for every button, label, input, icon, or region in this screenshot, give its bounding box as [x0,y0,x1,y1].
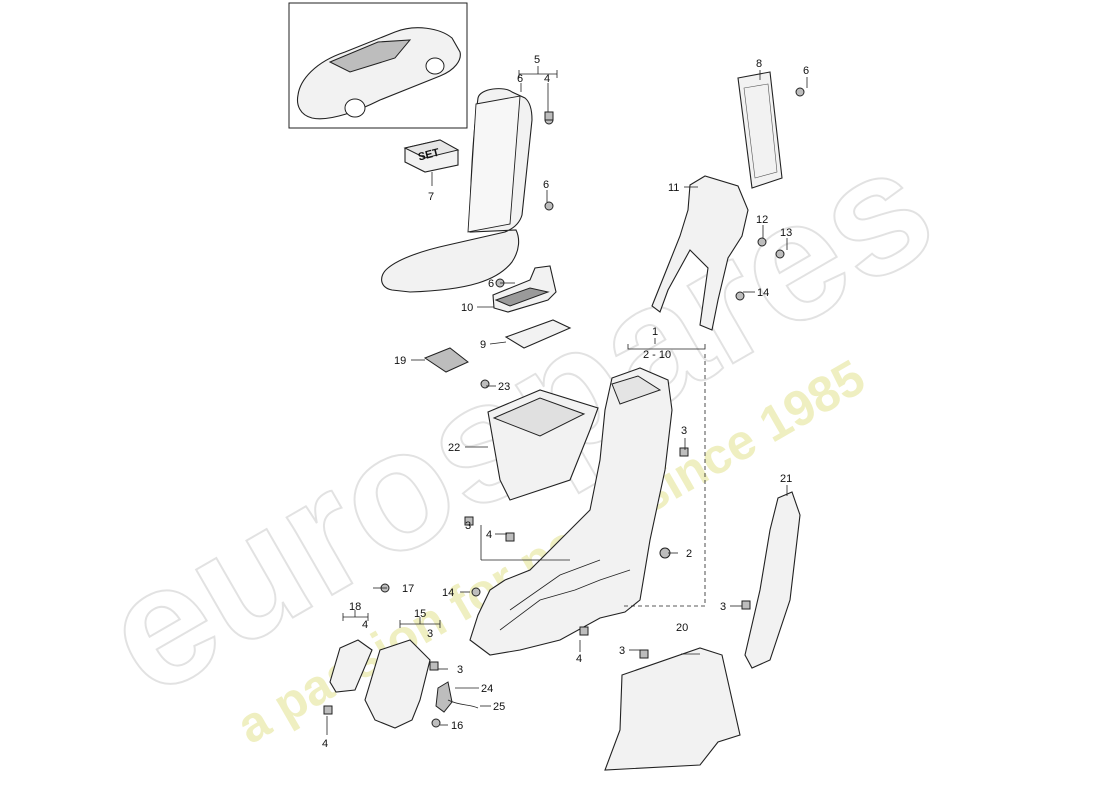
callout-label: 11 [668,182,679,194]
callout-label: 4 [362,619,368,631]
console-main-body [469,367,673,656]
set-box-label: SET [417,147,441,164]
callout-label: 14 [757,287,769,299]
callout-label: 3 [619,645,625,657]
callout-label: 2 - 10 [643,349,671,361]
callout-label: 2 [686,548,692,560]
part-20-panel [604,647,741,771]
callout-label: 18 [349,601,361,613]
callout-label: 8 [756,58,762,70]
part-10-bracket [492,265,557,313]
part-24-harness [435,681,479,713]
callout-label: 1 [652,326,658,338]
callout-label: 3 [427,628,433,640]
callout-label: 4 [322,738,328,750]
vehicle-thumbnail [288,2,468,129]
part-8-panel [737,71,783,189]
callout-label: 6 [488,278,494,290]
part-19 [423,347,469,373]
part-9-pad [504,319,572,349]
callout-label: 3 [457,664,463,676]
part-15-tray [364,639,431,729]
callout-label: 6 [803,65,809,77]
callout-label: 23 [498,381,510,393]
callout-label: 20 [676,622,688,634]
callout-label: 6 [543,179,549,191]
callout-label: 4 [576,653,582,665]
callout-label: 24 [481,683,493,695]
callout-label: 17 [402,583,414,595]
callout-label: 15 [414,608,426,620]
callout-label: 14 [442,587,454,599]
callout-label: 16 [451,720,463,732]
callout-label: 3 [465,520,471,532]
part-18-lid [329,639,373,693]
callout-label: 7 [428,191,434,203]
callout-label: 3 [681,425,687,437]
set-box: SET [403,139,460,173]
callout-label: 5 [534,54,540,66]
part-22-tray [487,389,599,501]
armrest-lid [381,88,533,293]
callout-label: 6 [517,73,523,85]
callout-label: 21 [780,473,792,485]
callout-labels: 5 6 4 4 8 6 7 6 11 12 13 6 10 14 9 1 2 -… [322,54,809,750]
callout-label: 25 [493,701,505,713]
callout-label: 22 [448,442,460,454]
fasteners [323,87,805,728]
leader-lines [326,66,808,735]
callout-label: 12 [756,214,768,226]
callout-label: 13 [780,227,792,239]
callout-label: 3 [720,601,726,613]
callout-label: 19 [394,355,406,367]
callout-label: 4 [544,73,550,85]
callout-label: 9 [480,339,486,351]
callout-label: 4 [486,529,492,541]
part-11-bracket [651,175,749,331]
part-21-panel [744,491,801,669]
callout-label: 10 [461,302,473,314]
